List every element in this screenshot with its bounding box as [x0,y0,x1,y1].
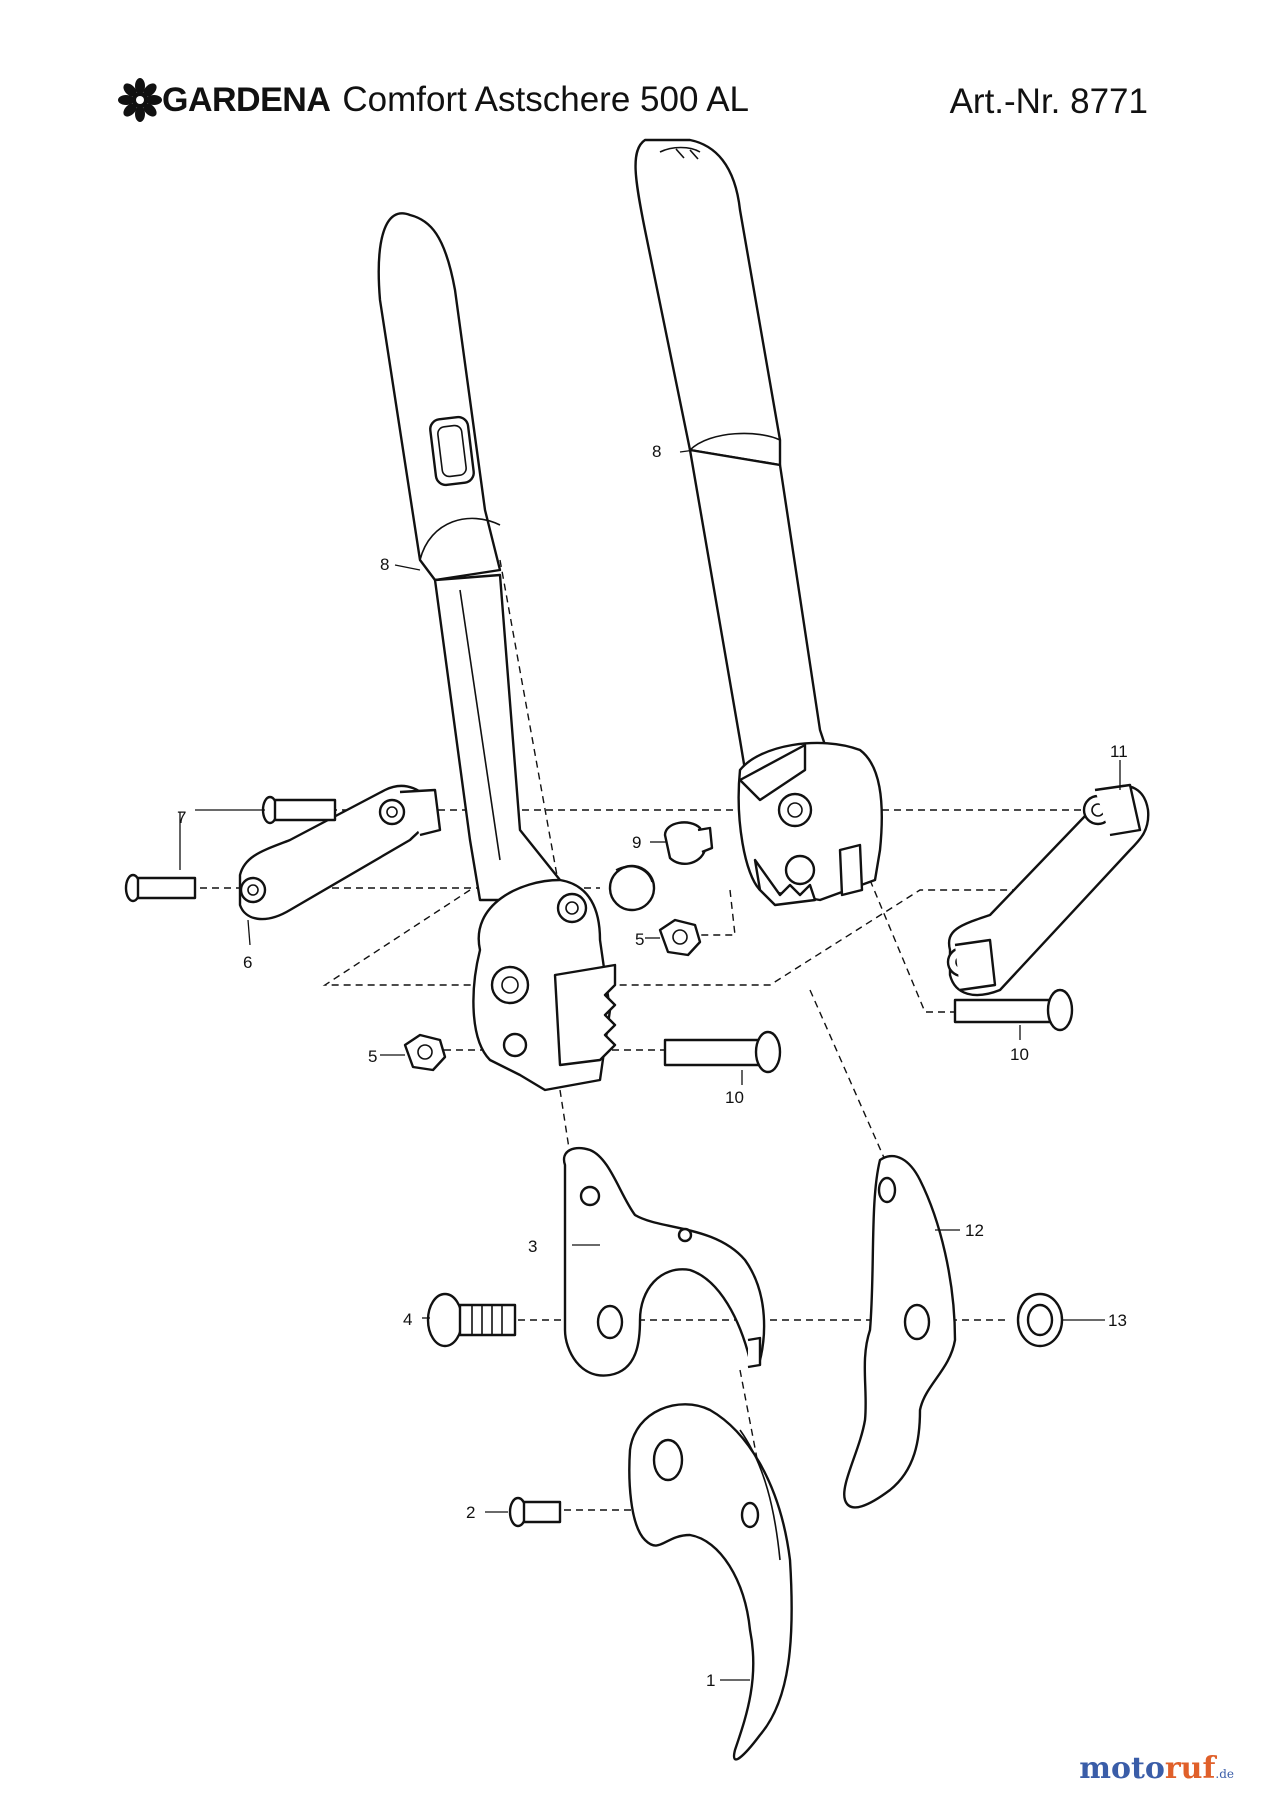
label-10-left: 10 [725,1088,744,1107]
left-handle [377,212,562,902]
part-1-blade [628,1403,793,1761]
label-9: 9 [632,833,641,852]
label-4: 4 [403,1310,412,1329]
part-3-anvil [562,1146,766,1377]
header: GARDENA Comfort Astschere 500 AL Art.-Nr… [118,72,1148,132]
label-3: 3 [528,1237,537,1256]
label-11: 11 [1110,742,1128,761]
label-1: 1 [706,1671,715,1690]
label-6: 6 [243,953,252,972]
label-12: 12 [965,1221,984,1240]
part-11-plate [946,783,1150,997]
label-5-lower: 5 [368,1047,377,1066]
label-8-right: 8 [652,442,661,461]
part-12-plate [843,1154,957,1509]
part-13-nut [1016,1292,1064,1348]
leader-lines [179,449,1121,1681]
label-13: 13 [1108,1311,1127,1330]
motoruf-watermark: motoruf.de [1079,1751,1234,1786]
part-labels: 8 8 7 6 9 5 5 10 10 11 3 4 12 13 2 1 [177,442,1128,1690]
part-9-bushings [608,821,714,912]
brand: GARDENA Comfort Astschere 500 AL [118,78,749,122]
part-5-nuts [403,918,702,1072]
right-handle-head [737,741,883,907]
part-4-screw [426,1292,517,1348]
label-8-left: 8 [380,555,389,574]
product-title: Comfort Astschere 500 AL [342,80,750,119]
left-handle-head [472,878,617,1092]
label-2: 2 [466,1503,475,1522]
part-10-bolts [663,988,1074,1074]
article-number: Art.-Nr. 8771 [949,82,1148,121]
label-5-upper: 5 [635,930,644,949]
part-6-plate [238,784,442,921]
part-2-screw [508,1496,562,1528]
gardena-logo-icon [118,78,162,122]
part-7-screws [124,795,337,903]
right-handle [634,138,832,772]
label-10-right: 10 [1010,1045,1029,1064]
label-7: 7 [177,808,186,827]
brand-name: GARDENA [162,80,331,119]
